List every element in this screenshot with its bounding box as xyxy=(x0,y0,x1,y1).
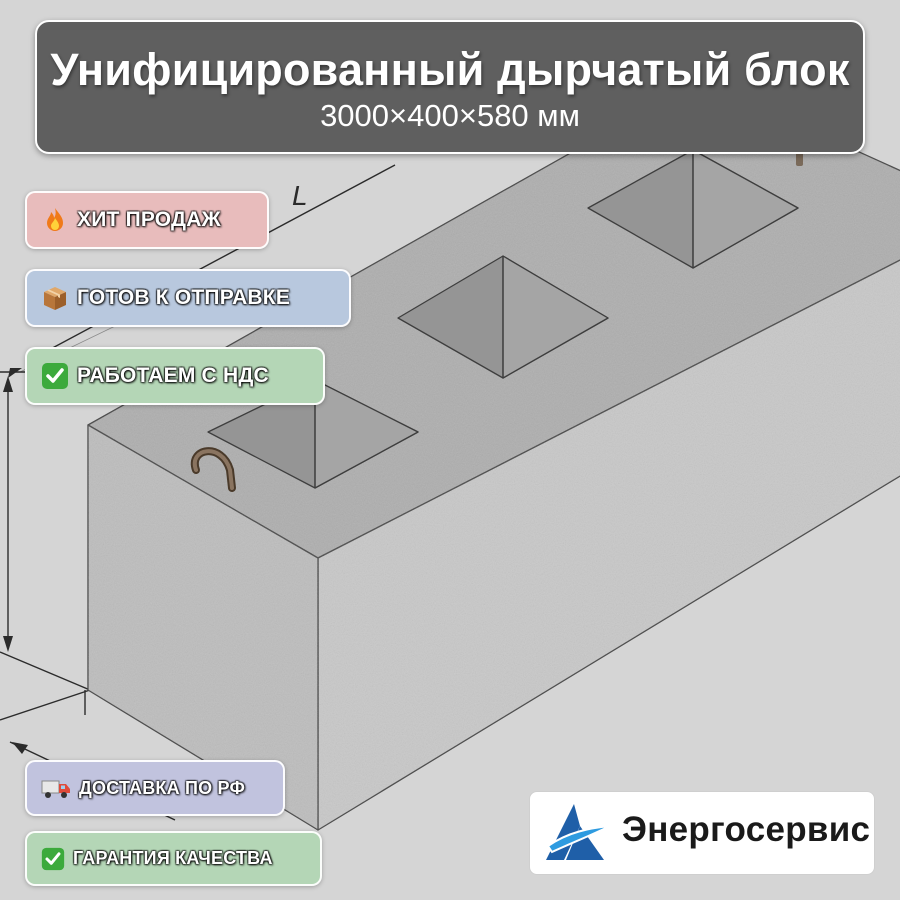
hollow-2 xyxy=(397,255,609,379)
badge-bestseller-label: ХИТ ПРОДАЖ xyxy=(77,208,221,231)
badge-ready-label: ГОТОВ К ОТПРАВКЕ xyxy=(77,286,291,309)
badge-guarantee-label: ГАРАНТИЯ КАЧЕСТВА xyxy=(73,848,273,868)
page-title: Унифицированный дырчатый блок xyxy=(50,44,850,95)
hollow-3 xyxy=(587,149,799,269)
lifting-loop-back-icon xyxy=(796,152,803,166)
brand-name: Энергосервис xyxy=(622,810,871,849)
product-dimensions: 3000×400×580 мм xyxy=(320,98,580,133)
fire-icon xyxy=(41,206,69,234)
package-icon xyxy=(41,284,69,312)
dimension-label-length: L xyxy=(292,180,308,211)
badge-vat: РАБОТАЕМ С НДС xyxy=(25,347,325,405)
badge-quality-guarantee: ГАРАНТИЯ КАЧЕСТВА xyxy=(25,831,322,886)
title-banner: Унифицированный дырчатый блок 3000×400×5… xyxy=(35,20,865,154)
badge-delivery-label: ДОСТАВКА ПО РФ xyxy=(79,777,246,798)
badge-delivery: ДОСТАВКА ПО РФ xyxy=(25,760,285,816)
dimension-arrows xyxy=(3,368,28,754)
badge-vat-label: РАБОТАЕМ С НДС xyxy=(77,364,269,387)
badge-ready-to-ship: ГОТОВ К ОТПРАВКЕ xyxy=(25,269,351,327)
checkmark-icon xyxy=(41,362,69,390)
energoservis-logo-icon xyxy=(544,802,612,864)
lifting-loop-icon xyxy=(190,447,236,492)
badge-bestseller: ХИТ ПРОДАЖ xyxy=(25,191,269,249)
company-logo: Энергосервис xyxy=(529,791,875,875)
block-hollows xyxy=(207,149,799,489)
truck-icon xyxy=(41,776,71,800)
checkmark-icon xyxy=(41,847,65,871)
